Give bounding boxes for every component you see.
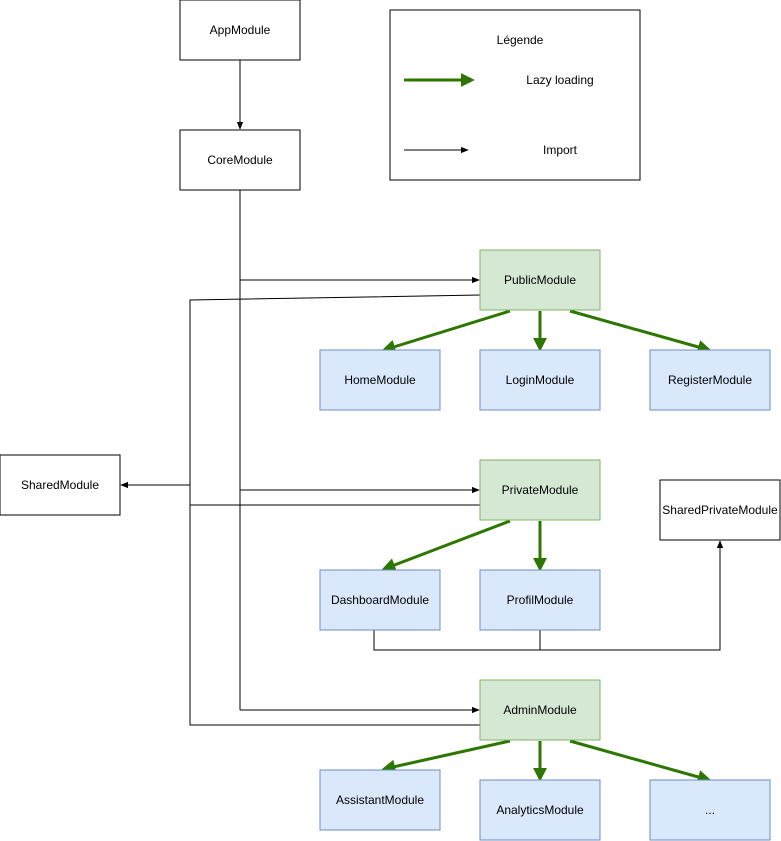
node-shared-private-label: SharedPrivateModule [662,503,778,517]
node-private-box[interactable] [479,459,601,521]
node-admin-box[interactable] [479,679,601,741]
node-shared-private-box[interactable] [659,479,781,541]
node-public-label: PublicModule [504,273,576,287]
lazy-public-home [381,309,511,354]
legend-lazy-label: Lazy loading [526,73,593,87]
lazy-edges [381,309,712,784]
node-home-box[interactable] [319,349,441,411]
node-shared-private[interactable]: SharedPrivateModule [659,479,781,541]
node-profil-label: ProfilModule [507,593,574,607]
node-core-box[interactable] [179,129,301,191]
node-register-label: RegisterModule [668,373,752,387]
node-shared[interactable]: SharedModule [0,454,121,516]
node-public-box[interactable] [479,249,601,311]
node-more-label: ... [705,803,715,817]
node-more[interactable]: ... [649,779,771,841]
node-app-label: AppModule [210,23,271,37]
node-login[interactable]: LoginModule [479,349,601,411]
node-profil-box[interactable] [479,569,601,631]
import-edges [120,60,724,726]
node-assistant-box[interactable] [319,769,441,831]
lazy-private-dashboard [381,519,511,572]
node-analytics-label: AnalyticsModule [496,803,584,817]
lazy-admin-more [569,739,712,784]
node-analytics[interactable]: AnalyticsModule [479,779,601,841]
legend: Légende Lazy loading Import [389,9,641,181]
node-app-box[interactable] [179,0,301,61]
edge-public-admin-shared-bus [189,294,481,726]
node-core[interactable]: CoreModule [179,129,301,191]
node-login-label: LoginModule [506,373,575,387]
node-more-box[interactable] [649,779,771,841]
legend-box [389,9,641,181]
node-app[interactable]: AppModule [179,0,301,61]
node-private-label: PrivateModule [502,483,579,497]
node-dashboard[interactable]: DashboardModule [319,569,441,631]
node-admin-label: AdminModule [503,703,577,717]
edge-dashboard-sharedprivate [373,540,724,651]
node-analytics-box[interactable] [479,779,601,841]
lazy-admin-assistant [381,739,511,774]
node-register-box[interactable] [649,349,771,411]
node-private[interactable]: PrivateModule [479,459,601,521]
node-home-label: HomeModule [344,373,416,387]
node-login-box[interactable] [479,349,601,411]
node-shared-label: SharedModule [21,478,99,492]
node-core-label: CoreModule [207,153,273,167]
node-assistant[interactable]: AssistantModule [319,769,441,831]
lazy-public-register [569,309,712,354]
node-admin[interactable]: AdminModule [479,679,601,741]
legend-import-label: Import [543,143,578,157]
node-profil[interactable]: ProfilModule [479,569,601,631]
node-dashboard-label: DashboardModule [331,593,429,607]
legend-title: Légende [497,33,544,47]
node-register[interactable]: RegisterModule [649,349,771,411]
node-home[interactable]: HomeModule [319,349,441,411]
node-dashboard-box[interactable] [319,569,441,631]
node-shared-box[interactable] [0,454,121,516]
node-public[interactable]: PublicModule [479,249,601,311]
node-assistant-label: AssistantModule [336,793,424,807]
